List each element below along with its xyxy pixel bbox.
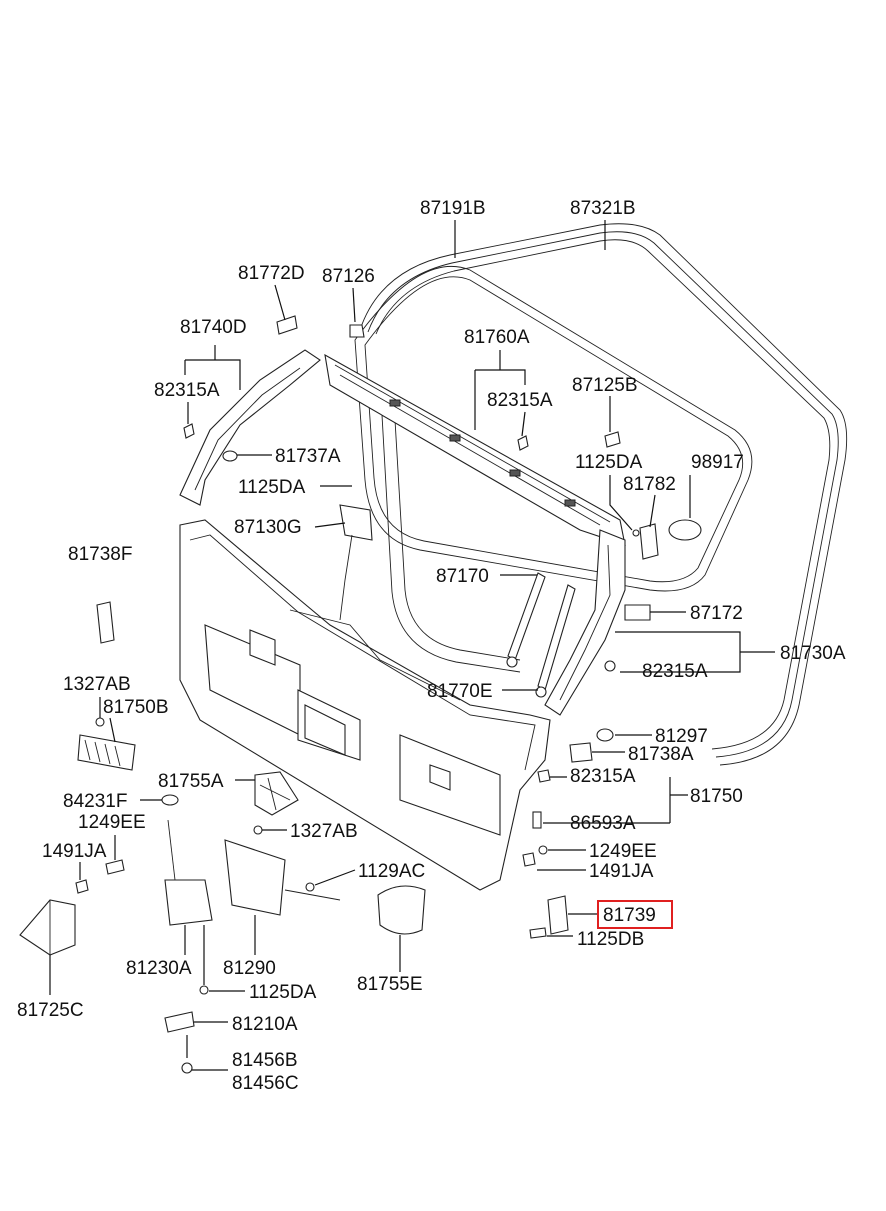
label-81738f: 81738F [68,544,132,565]
clip-82315a-lower-part [537,769,551,783]
bolt-1129ac-part [305,882,315,892]
latch-81230a-part [164,819,213,926]
clip-1491ja-right-part [522,852,536,867]
label-82315a-right: 82315A [642,661,708,682]
clip-82315a-right-part [604,660,616,672]
cap-86593a-part [532,811,542,829]
bracket-87130g-part [339,504,373,621]
bracket-81772d-part [276,315,298,335]
clip-82315a-upper-part [517,435,529,451]
label-1125da-lower: 1125DA [249,982,317,1003]
label-82315a-left: 82315A [154,380,220,401]
bolt-1249ee-right-part [538,845,548,855]
label-82315a-upper: 82315A [487,390,553,411]
ring-84231f-part [161,794,179,806]
label-81456c: 81456C [232,1073,299,1094]
screw-81456-part [181,1062,193,1074]
plug-81737a-part [222,450,238,462]
label-86593a: 86593A [570,813,636,834]
tailgate-inner-panel-81750-part [179,519,551,891]
gas-strut-87170-part [506,572,576,698]
cover-81755e-part [377,885,426,935]
screw-1327ab-left-part [95,717,105,727]
label-81740d: 81740D [180,317,247,338]
label-81456b: 81456B [232,1050,298,1071]
label-87126: 87126 [322,266,375,287]
handle-81738f-part [96,601,115,644]
label-81730a: 81730A [780,643,846,664]
label-1327ab-mid: 1327AB [290,821,358,842]
side-trim-81740d-part [179,349,321,506]
label-1125da-upper-right: 1125DA [575,452,643,473]
grommet-81755a-part [254,771,299,816]
label-1125da-upper-left: 1125DA [238,477,306,498]
label-1125db: 1125DB [577,929,644,950]
label-81737a: 81737A [275,446,341,467]
bolt-1249ee-left-part [105,859,125,875]
bracket-81210a-part [164,1011,195,1033]
label-1491ja-left: 1491JA [42,841,107,862]
actuator-81290-part [224,839,341,916]
label-87170: 87170 [436,566,489,587]
label-87321b: 87321B [570,198,636,219]
label-87130g: 87130G [234,517,302,538]
bumper-81738a-part [569,742,593,763]
label-81750b: 81750B [103,697,169,718]
bracket-81725c-part [19,899,76,956]
label-81755a: 81755A [158,771,224,792]
label-81739: 81739 [603,905,656,926]
label-81230a: 81230A [126,958,192,979]
cap-81297-part [596,728,614,742]
leader-lines [49,220,775,1071]
label-87191b: 87191B [420,198,486,219]
label-84231f: 84231F [63,791,127,812]
label-87125b: 87125B [572,375,638,396]
label-81738a: 81738A [628,744,694,765]
label-81750: 81750 [690,786,743,807]
label-81755e: 81755E [357,974,423,995]
label-1491ja-right: 1491JA [589,861,654,882]
label-81782: 81782 [623,474,676,495]
label-81760a: 81760A [464,327,530,348]
screw-1327ab-mid-part [253,825,263,835]
bracket-81739-part [547,895,569,935]
label-1327ab-left: 1327AB [63,674,131,695]
label-82315a-lower: 82315A [570,766,636,787]
switch-81750b-part [77,734,136,771]
bracket-87172-part [624,604,651,621]
label-81297: 81297 [655,726,708,747]
weatherstrip-87321b-part [359,223,848,766]
clip-87126-part [349,324,365,338]
bolt-87125b-part [604,431,621,448]
label-81770e: 81770E [427,681,493,702]
clip-1491ja-left-part [75,879,89,894]
label-81725c: 81725C [17,1000,84,1021]
bolt-1125db-part [529,927,547,939]
glass-seal-87191b-part [354,265,753,673]
label-98917: 98917 [691,452,744,473]
label-81772d: 81772D [238,263,305,284]
right-side-trim-part [544,529,626,716]
label-1249ee-right: 1249EE [589,841,657,862]
bracket-81782-part [632,523,659,560]
label-87172: 87172 [690,603,743,624]
cap-98917-part [668,519,702,541]
clip-82315a-left-part [183,423,195,439]
label-81210a: 81210A [232,1014,298,1035]
highlight-box-81739 [597,900,673,929]
label-1249ee-left: 1249EE [78,812,146,833]
screw-1125da-lower-part [199,985,209,995]
label-81290: 81290 [223,958,276,979]
label-1129ac: 1129AC [358,861,425,882]
